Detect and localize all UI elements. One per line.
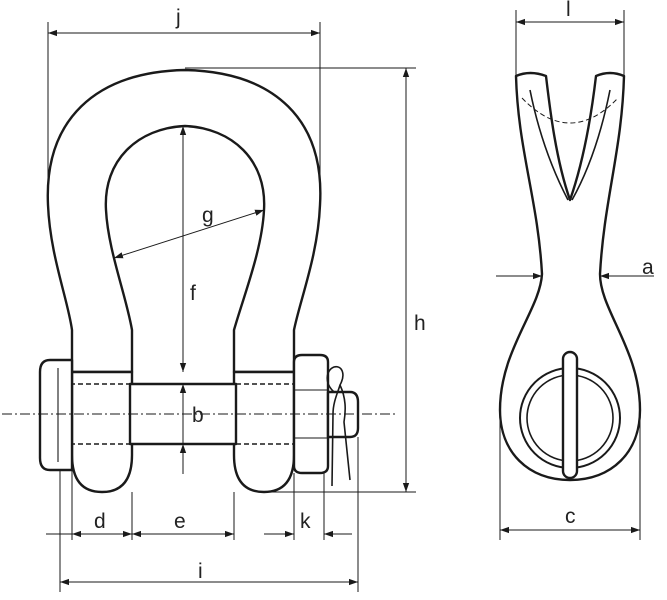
label-l: l — [566, 0, 571, 21]
side-jaw-hidden — [521, 97, 619, 124]
label-h: h — [414, 312, 426, 335]
side-view: l a c — [496, 0, 654, 540]
label-g: g — [202, 204, 214, 227]
label-i: i — [198, 560, 203, 583]
label-e: e — [174, 510, 186, 533]
cotter-pin — [326, 365, 351, 487]
side-cotter-slot — [561, 350, 579, 480]
label-k: k — [300, 510, 311, 533]
label-b: b — [192, 404, 204, 427]
side-jaw-inner — [529, 89, 611, 201]
dim-g-line — [113, 209, 265, 259]
label-c: c — [565, 505, 576, 528]
label-j: j — [175, 6, 181, 29]
label-f: f — [190, 282, 196, 305]
front-view: j g f h b d e k i — [2, 6, 426, 592]
bolt-tip — [326, 390, 360, 439]
label-d: d — [94, 510, 106, 533]
side-profile — [498, 71, 642, 482]
left-leg-lower — [70, 370, 134, 494]
label-a: a — [642, 256, 654, 279]
bolt-head — [38, 358, 74, 472]
shackle-bow — [46, 68, 322, 374]
right-leg-lower — [232, 370, 296, 494]
hex-nut-flat — [294, 389, 328, 439]
